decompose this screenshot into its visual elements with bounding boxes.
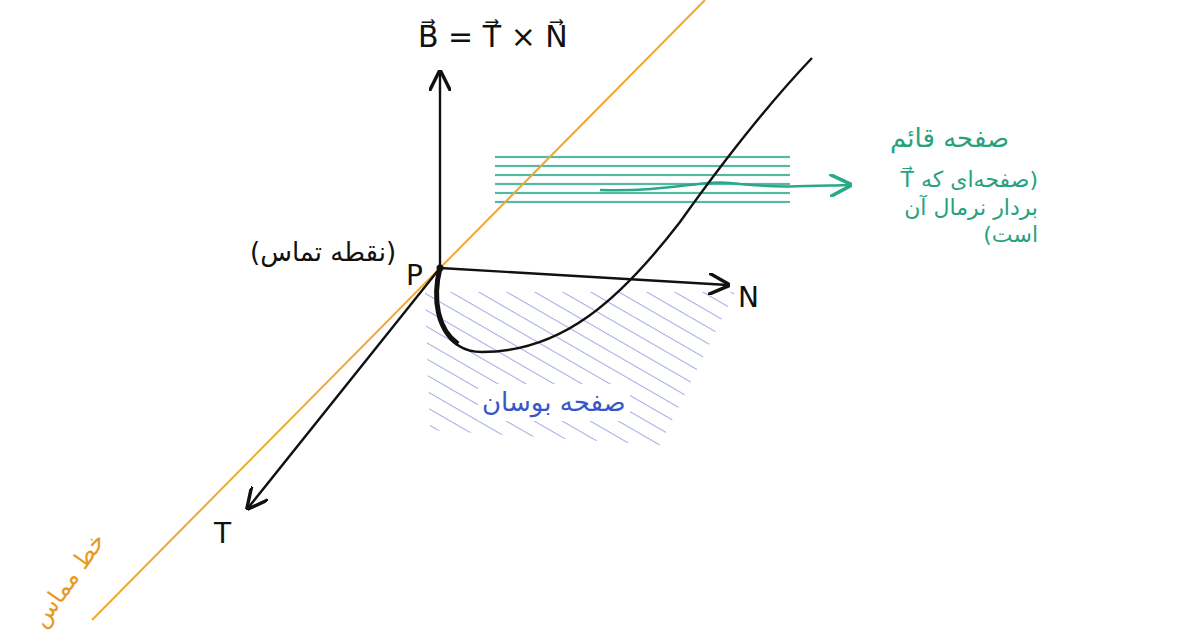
frame-formula: B⃗ = T⃗ × N⃗ [418,18,568,56]
tangent-line [92,0,705,620]
binormal-axis [439,72,441,268]
point-note: (نقطه تماس) [250,236,396,269]
curve-near-point [437,268,458,344]
space-curve [437,58,812,352]
normal-plane-hatch [495,150,790,205]
osculating-plane-hatch [425,292,735,445]
tangent-axis [248,268,440,508]
point-name: P [406,258,423,293]
axis-name: N [738,280,759,315]
axis-name: T [214,516,231,551]
plane-note: (صفحه‌ای که T⃗ بردار نرمال آن است) [868,166,1038,249]
plane-name: صفحه قائم [890,122,1009,155]
contact-point [437,265,444,272]
pointer-arrow [600,182,850,190]
normal-axis [440,268,728,285]
line-name: خط مماس [25,527,112,633]
plane-name: صفحه بوسان [478,384,630,421]
